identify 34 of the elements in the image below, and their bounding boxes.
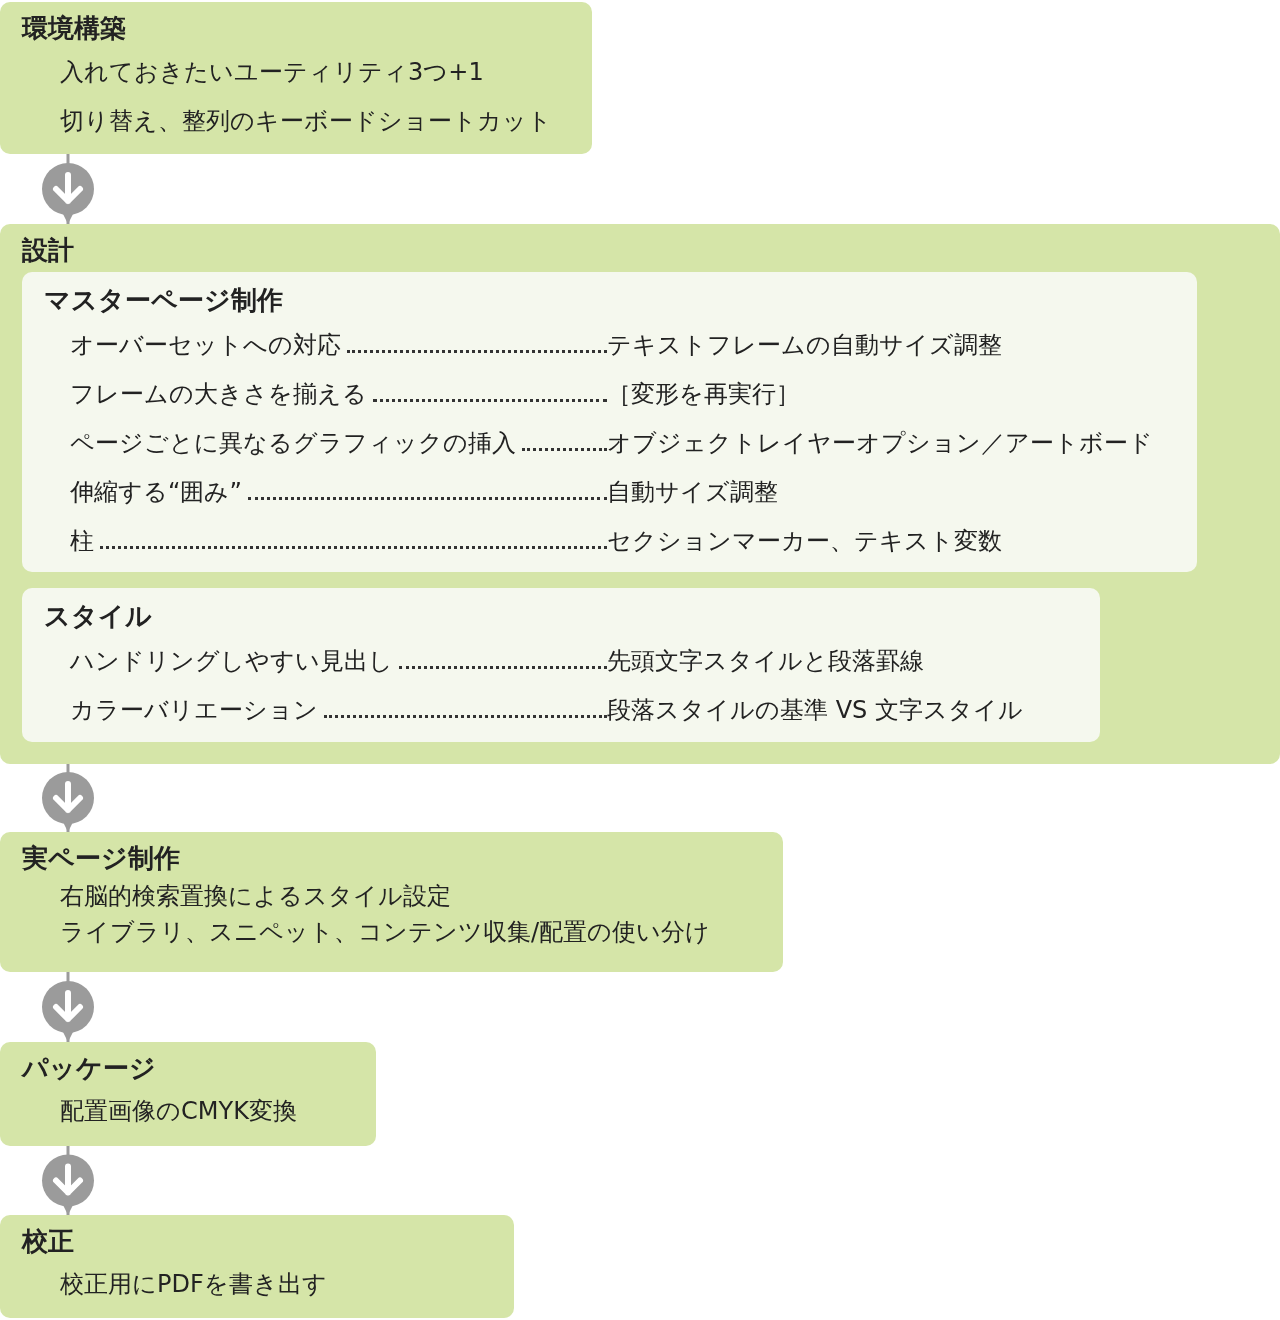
topic-text: 柱 <box>70 525 94 557</box>
feature-text: セクションマーカー、テキスト変数 <box>607 525 1003 557</box>
topic-text: 伸縮する“囲み” <box>70 476 242 508</box>
feature-text: 段落スタイルの基準 VS 文字スタイル <box>607 694 1024 726</box>
step-text: 配置画像のCMYK変換 <box>59 1096 298 1127</box>
step-text: ライブラリ、スニペット、コンテンツ収集/配置の使い分け <box>59 917 712 948</box>
topic-text: カラーバリエーション <box>70 694 318 726</box>
step-text: 校正用にPDFを書き出す <box>59 1269 328 1300</box>
step-box <box>0 1215 514 1318</box>
step-heading: パッケージ <box>22 1052 157 1085</box>
step-box <box>0 832 783 972</box>
step-heading: 環境構築 <box>22 12 127 45</box>
step-heading: マスターページ制作 <box>44 284 284 317</box>
topic-text: オーバーセットへの対応 <box>70 329 341 361</box>
step-text: 切り替え、整列のキーボードショートカット <box>59 106 553 137</box>
feature-text: ［変形を再実行］ <box>607 378 801 410</box>
feature-text: 自動サイズ調整 <box>607 476 779 508</box>
step-heading: 実ページ制作 <box>22 842 181 875</box>
feature-text: オブジェクトレイヤーオプション／アートボード <box>607 427 1154 459</box>
feature-text: テキストフレームの自動サイズ調整 <box>607 329 1003 361</box>
step-box <box>0 2 592 154</box>
section-panel <box>22 588 1100 742</box>
topic-text: フレームの大きさを揃える <box>70 378 367 410</box>
feature-text: 先頭文字スタイルと段落罫線 <box>607 645 925 677</box>
step-heading: 校正 <box>22 1225 75 1258</box>
section-panel <box>22 272 1197 572</box>
step-text: 入れておきたいユーティリティ3つ+1 <box>59 57 485 88</box>
step-text: 右脳的検索置換によるスタイル設定 <box>59 881 452 912</box>
topic-text: ハンドリングしやすい見出し <box>70 645 393 677</box>
topic-text: ページごとに異なるグラフィックの挿入 <box>70 427 516 459</box>
step-box <box>0 224 1280 764</box>
step-heading: 設計 <box>22 234 75 267</box>
step-box <box>0 1042 376 1146</box>
step-heading: スタイル <box>44 600 153 633</box>
